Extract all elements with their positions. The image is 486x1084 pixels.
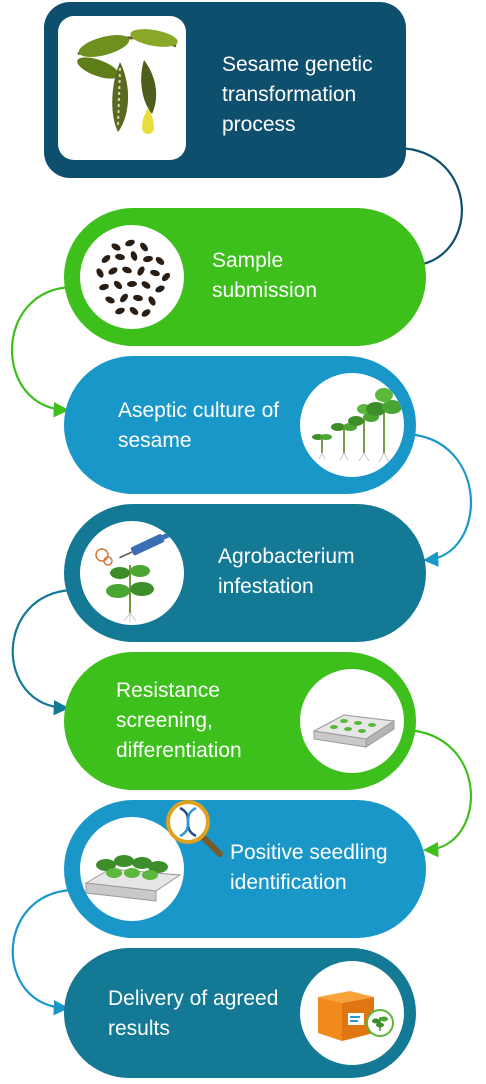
step-aseptic-culture-label: Aseptic culture of sesame (118, 399, 280, 452)
step-delivery-of-results-label: Delivery of agreed results (108, 987, 279, 1040)
step-delivery-of-results: Delivery of agreed results (64, 948, 416, 1078)
step-positive-seedling-identification-label: Positive seedling identification (230, 841, 388, 894)
connector-positive-to-delivery (11, 888, 73, 1016)
step-agrobacterium-infestation: Agrobacterium infestation (64, 504, 426, 642)
step-resistance-screening: Resistance screening, differentiation (64, 652, 416, 790)
sesame-seeds-icon (80, 225, 184, 329)
step-positive-seedling-identification: Positive seedling identification (64, 800, 426, 938)
seedling-growth-icon (300, 373, 404, 477)
connector-agro-to-resistance (11, 588, 73, 716)
dna-magnifier-icon (166, 800, 223, 857)
seedling-tray-icon (80, 817, 184, 921)
syringe-plant-icon (80, 521, 184, 625)
connector-sample-to-aseptic (11, 285, 73, 418)
sesame-plant-oil-drop-icon (58, 16, 186, 160)
header-title: Sesame genetic transformation process (222, 53, 373, 136)
step-resistance-screening-label: Resistance screening, differentiation (116, 679, 242, 762)
culture-tray-icon (300, 669, 404, 773)
header-block: Sesame genetic transformation process (44, 2, 406, 178)
step-agrobacterium-infestation-label: Agrobacterium infestation (218, 545, 355, 598)
step-sample-submission-label: Sample submission (212, 249, 318, 302)
package-box-icon (300, 961, 404, 1065)
step-aseptic-culture: Aseptic culture of sesame (64, 356, 416, 494)
step-sample-submission: Sample submission (64, 208, 426, 346)
